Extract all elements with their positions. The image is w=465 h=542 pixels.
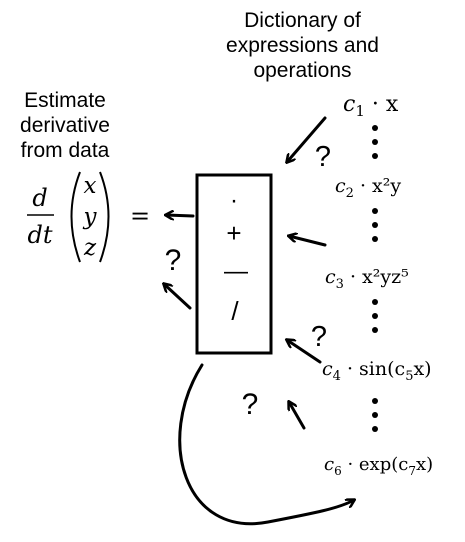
feedback-loop-arrow bbox=[178, 363, 354, 526]
arrows bbox=[164, 116, 354, 526]
question-mark-equation: ? bbox=[165, 244, 182, 277]
operator-plus: + bbox=[226, 218, 241, 248]
operator-box: · + — / bbox=[195, 173, 273, 355]
ellipsis-dots bbox=[372, 125, 378, 432]
estimate-heading-line-3: from data bbox=[20, 139, 110, 162]
estimate-heading-line-1: Estimate bbox=[24, 89, 106, 112]
right-paren bbox=[99, 171, 110, 263]
question-marks: ? ? ? ? bbox=[165, 141, 331, 421]
estimate-heading-line-2: derivative bbox=[20, 114, 110, 137]
arrow-from-term-6 bbox=[289, 402, 306, 430]
question-mark-term-1: ? bbox=[315, 141, 331, 173]
vector-y: y bbox=[83, 204, 98, 230]
equals-sign: = bbox=[130, 202, 150, 230]
arrow-from-term-1 bbox=[287, 116, 327, 162]
estimate-heading: Estimate derivative from data bbox=[0, 88, 130, 163]
derivative-expression: d dt x y z = bbox=[27, 171, 150, 263]
vector-z: z bbox=[83, 235, 97, 261]
vector-x: x bbox=[84, 173, 97, 199]
d-numerator: d bbox=[32, 184, 47, 212]
term-1: c1 · x bbox=[343, 92, 399, 120]
operator-minus: — bbox=[224, 258, 248, 285]
arrow-to-equation-lower bbox=[164, 284, 192, 310]
dictionary-heading-line-1: Dictionary of bbox=[244, 9, 361, 32]
dictionary-terms: c1 · x c2 · x²y c3 · x²yz⁵ c4 · sin(c5x)… bbox=[322, 92, 433, 478]
term-2: c2 · x²y bbox=[335, 175, 401, 201]
term-3: c3 · x²yz⁵ bbox=[325, 266, 409, 292]
dictionary-heading-line-3: operations bbox=[253, 59, 352, 82]
arrow-from-term-4 bbox=[287, 340, 322, 364]
arrow-from-term-2 bbox=[289, 236, 327, 247]
question-mark-loop: ? bbox=[242, 388, 259, 421]
operator-multiply: · bbox=[230, 187, 238, 214]
arrow-to-equation-upper bbox=[166, 215, 195, 216]
question-mark-term-4: ? bbox=[311, 321, 327, 353]
term-6: c6 · exp(c7x) bbox=[324, 454, 433, 478]
dt-denominator: dt bbox=[27, 221, 52, 249]
left-paren bbox=[70, 171, 81, 263]
dictionary-heading-line-2: expressions and bbox=[226, 34, 379, 57]
term-4: c4 · sin(c5x) bbox=[322, 358, 432, 384]
dictionary-heading: Dictionary of expressions and operations bbox=[210, 8, 395, 83]
operator-box-frame bbox=[195, 173, 273, 355]
operator-divide: / bbox=[231, 296, 239, 326]
